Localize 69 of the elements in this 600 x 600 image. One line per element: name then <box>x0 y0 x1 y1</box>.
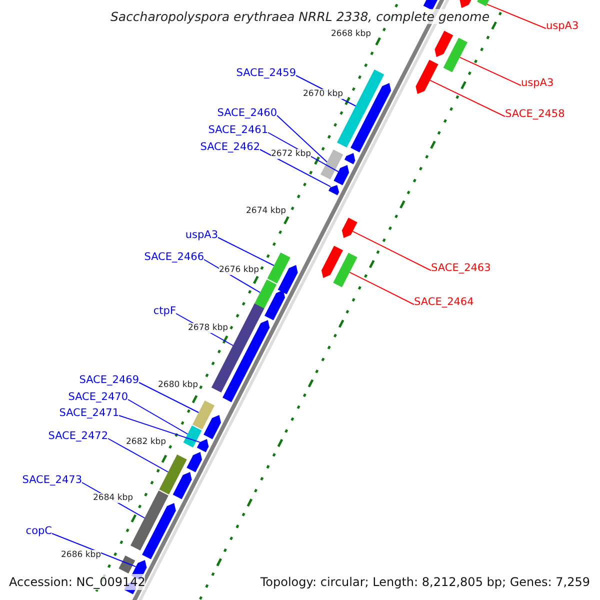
gene-segment <box>328 185 340 196</box>
gene-label: SACE_2469 <box>79 374 139 387</box>
gene-segment <box>204 414 221 440</box>
gene-label: uspA3 <box>546 20 579 33</box>
gene-label: SACE_2458 <box>505 108 565 121</box>
gene-label: SACE_2466 <box>144 251 204 264</box>
leader-line <box>138 382 200 413</box>
gene-label: SACE_2462 <box>200 141 260 154</box>
gene-label: SACE_2463 <box>431 262 491 275</box>
leader-line <box>430 80 506 117</box>
scale-label: 2680 kbp <box>158 380 198 390</box>
leader-line <box>118 415 200 443</box>
gene-label: SACE_2473 <box>22 474 82 487</box>
gene-segment <box>460 0 473 8</box>
gene-segment <box>264 290 285 320</box>
gene-label: uspA3 <box>521 77 554 90</box>
leader-line <box>260 149 332 188</box>
gene-label: ctpF <box>153 305 176 318</box>
gene-segment <box>172 472 192 500</box>
scale-label: 2674 kbp <box>246 206 286 216</box>
leader-line <box>349 272 414 305</box>
gene-block <box>443 38 468 72</box>
gene-label: SACE_2459 <box>236 67 296 80</box>
leader-line <box>128 399 188 434</box>
leader-line <box>352 230 432 271</box>
gene-block <box>320 150 344 180</box>
gene-label: uspA3 <box>185 229 218 242</box>
gene-block <box>192 400 215 430</box>
gene-label: copC <box>26 525 52 538</box>
scale-label: 2684 kbp <box>93 493 134 503</box>
gene-block <box>130 490 168 550</box>
gene-block <box>183 426 202 448</box>
gene-segment <box>278 265 298 294</box>
gene-segment <box>196 439 209 452</box>
gene-label: SACE_2470 <box>68 391 128 404</box>
genome-info-text: Accession: NC_009142 <box>9 574 146 590</box>
gene-segment <box>342 218 358 238</box>
leader-line <box>459 56 522 86</box>
gene-segment <box>416 60 438 94</box>
leader-line <box>486 4 546 29</box>
gene-block <box>333 252 358 288</box>
gene-segment <box>350 83 392 152</box>
gene-label: SACE_2471 <box>59 407 119 420</box>
gene-block <box>253 279 277 311</box>
leader-line <box>52 533 136 568</box>
scale-label: 2686 kbp <box>61 550 102 560</box>
gene-segment <box>321 246 343 278</box>
gene-label: SACE_2460 <box>217 107 277 120</box>
leader-line <box>108 438 169 472</box>
gene-segment <box>344 152 356 164</box>
scale-label: 2682 kbp <box>126 437 166 447</box>
scale-label: 2668 kbp <box>331 29 372 39</box>
gene-segment <box>186 452 202 472</box>
gene-segment <box>434 30 454 57</box>
gene-block <box>211 303 264 392</box>
scale-label: 2678 kbp <box>188 323 228 333</box>
leader-line <box>276 115 328 162</box>
gene-block <box>159 454 187 494</box>
gene-block <box>267 252 290 284</box>
scale-label: 2670 kbp <box>303 89 344 99</box>
gene-block <box>118 556 136 574</box>
gene-label: SACE_2464 <box>414 296 474 309</box>
genome-info-text: Topology: circular; Length: 8,212,805 bp; Genes: 7,259 <box>260 574 590 590</box>
gene-label: SACE_2461 <box>208 124 268 137</box>
gene-segment <box>142 503 176 560</box>
scale-label: 2672 kbp <box>271 149 312 159</box>
gene-label: SACE_2472 <box>48 430 108 443</box>
gene-segment <box>334 165 350 186</box>
scale-label: 2676 kbp <box>219 265 260 275</box>
